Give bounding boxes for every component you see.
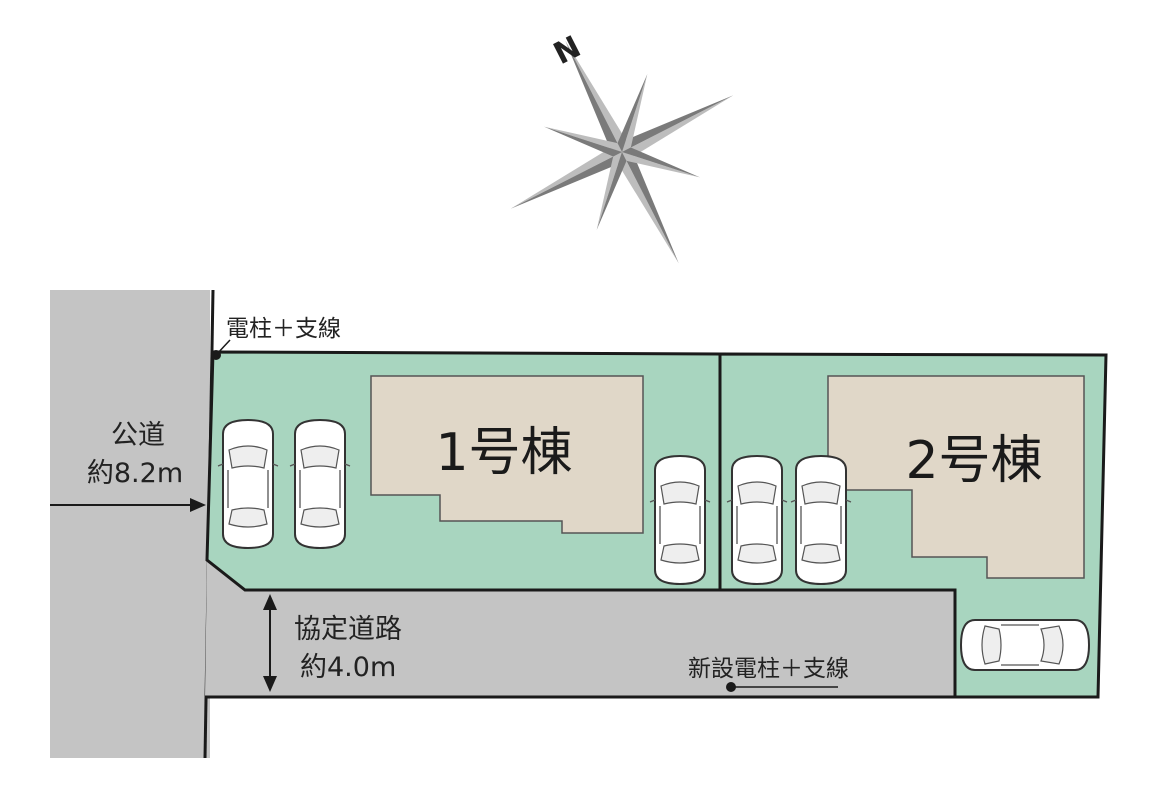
parking-car-2	[289, 419, 351, 549]
parking-car-5	[790, 455, 852, 585]
public-road-label-2: 約8.2m	[87, 458, 183, 489]
compass-rose-icon	[510, 40, 734, 264]
agreement-road-arrow	[263, 594, 277, 692]
new-utility-pole-label: 新設電柱＋支線	[688, 656, 849, 682]
parking-car-3	[649, 455, 711, 585]
north-label: N	[548, 29, 586, 72]
road-width-arrow	[50, 498, 206, 512]
agreement-road-label-1: 協定道路	[294, 614, 402, 645]
building-2	[827, 375, 1085, 579]
building-1-label: 1号棟	[435, 423, 572, 483]
parking-car-4	[726, 455, 788, 585]
agreement-road-label-2: 約4.0m	[300, 652, 396, 683]
building-2-label: 2号棟	[905, 431, 1042, 491]
building-1	[370, 375, 644, 534]
agreement-road	[205, 560, 955, 697]
parking-car-6	[960, 619, 1090, 671]
public-road	[50, 290, 210, 758]
public-road-label-1: 公道	[111, 420, 165, 451]
parking-car-1	[217, 419, 279, 549]
utility-pole-label: 電柱＋支線	[226, 316, 341, 342]
